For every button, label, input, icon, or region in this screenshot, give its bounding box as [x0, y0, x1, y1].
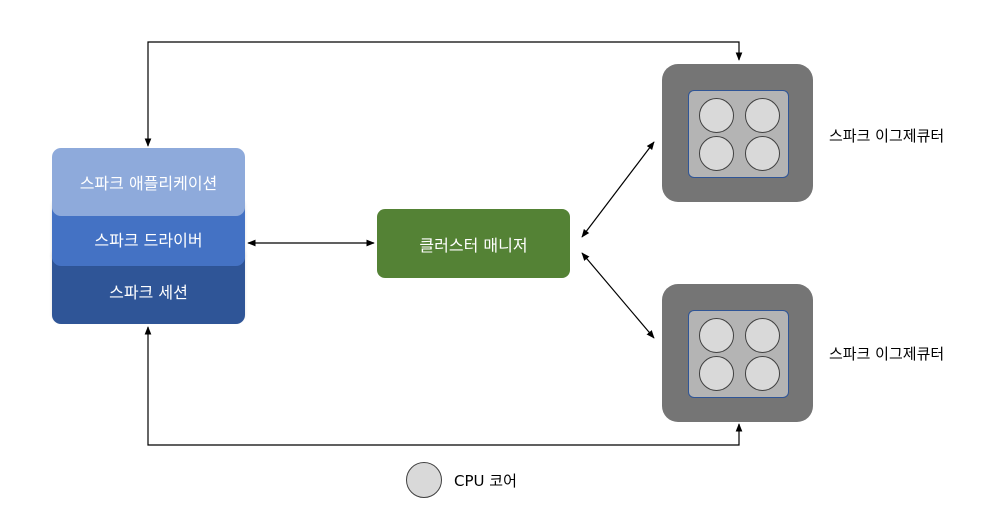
cpu-core [745, 318, 780, 353]
cpu-core [699, 356, 734, 391]
cpu-core [745, 356, 780, 391]
cpu-core [699, 98, 734, 133]
legend-label: CPU 코어 [454, 471, 517, 490]
arrow-bottom-executor-to-driver [144, 326, 743, 446]
executor-core-group [688, 90, 789, 178]
cluster-manager-label: 클러스터 매니저 [419, 235, 528, 255]
arrow-driver-to-top-executor [144, 41, 743, 147]
cpu-core [745, 136, 780, 171]
executor-bottom [662, 284, 813, 422]
executor-top-label: 스파크 이그제큐터 [829, 127, 945, 145]
spark-application-block: 스파크 애플리케이션 [52, 148, 245, 216]
cpu-core-legend-icon [406, 462, 442, 498]
spark-application-label: 스파크 애플리케이션 [79, 174, 218, 193]
cluster-manager-block: 클러스터 매니저 [377, 209, 570, 278]
spark-session-label: 스파크 세션 [109, 283, 188, 302]
executor-core-group [688, 310, 789, 398]
cpu-core [745, 98, 780, 133]
cpu-core [699, 318, 734, 353]
executor-top [662, 64, 813, 202]
cpu-core [699, 136, 734, 171]
legend: CPU 코어 [406, 462, 517, 498]
spark-driver-label: 스파크 드라이버 [94, 231, 203, 250]
arrow-cluster-manager-bottom-executor [581, 252, 655, 339]
arrow-cluster-manager-top-executor [581, 141, 655, 238]
executor-bottom-label: 스파크 이그제큐터 [829, 345, 945, 363]
